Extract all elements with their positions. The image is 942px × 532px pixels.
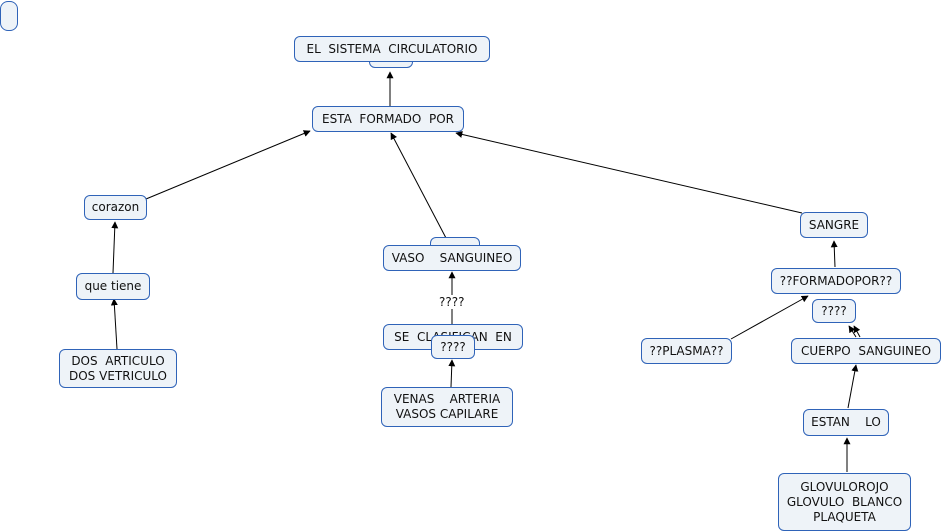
node-vaso-sanguineo[interactable]: VASO SANGUINEO <box>383 245 521 271</box>
node-formadopor[interactable]: ??FORMADOPOR?? <box>771 268 901 294</box>
edge-dos-to-quetiene <box>110 298 118 350</box>
node-glovulo[interactable]: GLOVULOROJO GLOVULO BLANCO PLAQUETA <box>778 473 911 531</box>
edge-formadopor-to-sangre <box>830 240 838 268</box>
node-question-overlay[interactable]: ???? <box>431 335 475 359</box>
node-sangre[interactable]: SANGRE <box>800 212 868 238</box>
edge-cuerpo-to-q4right-b <box>853 325 861 338</box>
node-cuerpo-sanguineo[interactable]: CUERPO SANGUINEO <box>791 338 941 364</box>
node-plasma[interactable]: ??PLASMA?? <box>641 338 732 364</box>
edge-venas-to-q4over <box>448 359 456 388</box>
edge-corazon-to-formado <box>145 130 311 200</box>
edge-estan-to-cuerpo <box>847 364 859 409</box>
node-esta-formado-por[interactable]: ESTA FORMADO POR <box>312 106 464 132</box>
node-venas-arteria[interactable]: VENAS ARTERIA VASOS CAPILARE <box>381 387 513 427</box>
link-phrase-question-mid[interactable]: ???? <box>439 295 465 309</box>
edge-sangre-to-formado <box>455 131 803 214</box>
edge-cuerpo-to-q4right-a <box>848 325 857 338</box>
edge-vaso-to-formado <box>390 132 447 239</box>
edge-quetiene-to-corazon <box>111 221 119 274</box>
node-estan-lo[interactable]: ESTAN LO <box>803 409 889 436</box>
node-dos-articulo[interactable]: DOS ARTICULO DOS VETRICULO <box>59 349 177 388</box>
node-corazon[interactable]: corazon <box>84 195 147 220</box>
node-que-tiene[interactable]: que tiene <box>76 273 150 300</box>
node-question-right[interactable]: ???? <box>812 299 856 323</box>
node-sistema-circulatorio[interactable]: EL SISTEMA CIRCULATORIO <box>294 36 490 62</box>
corner-empty-node[interactable] <box>0 1 18 31</box>
edge-plasma-to-formadopor <box>730 295 809 340</box>
